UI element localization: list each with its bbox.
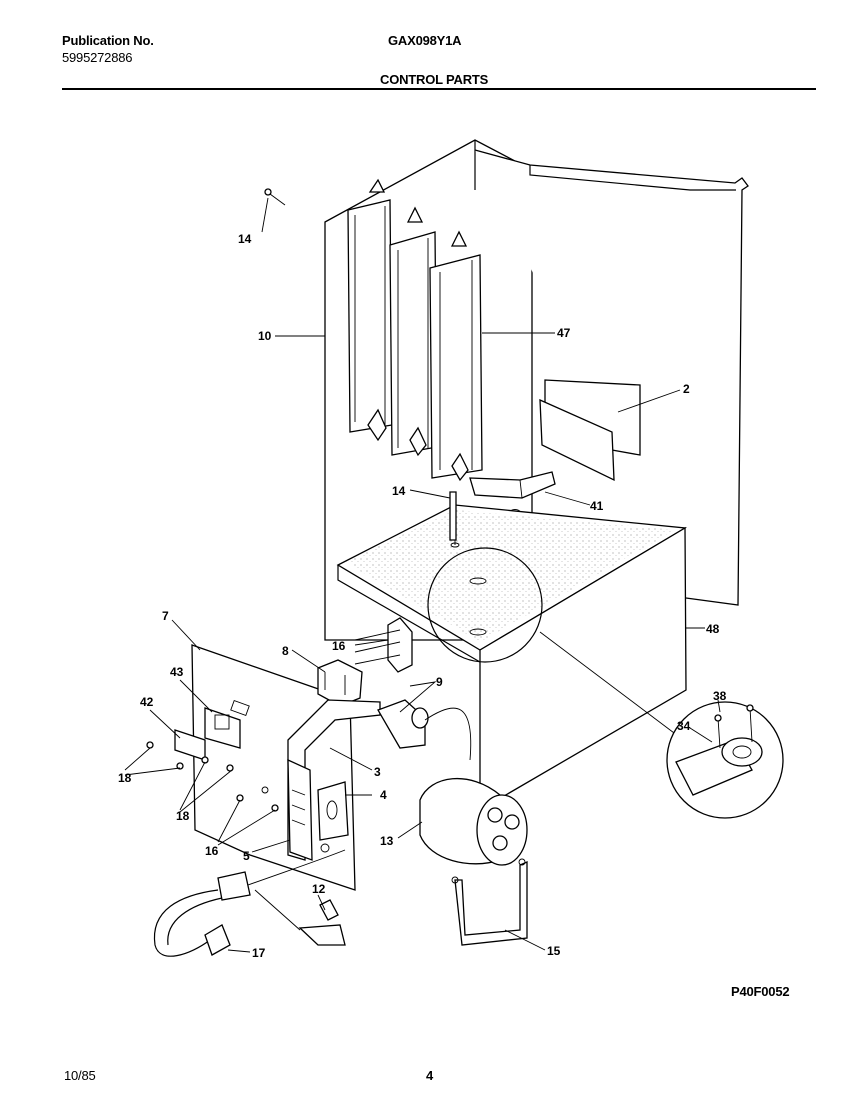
page-number: 4: [426, 1068, 434, 1083]
power-cord: [153, 849, 346, 957]
model-number: GAX098Y1A: [388, 33, 462, 48]
callout-17: 17: [252, 946, 266, 960]
callout-16-lower: 16: [205, 844, 219, 858]
callout-43: 43: [170, 665, 184, 679]
thermostat-housing: [287, 699, 381, 861]
leader-lines: [124, 197, 721, 953]
air-filter: [539, 379, 641, 482]
temperature-sensor: [254, 889, 346, 946]
callout-9: 9: [436, 675, 443, 689]
callout-15: 15: [547, 944, 561, 958]
screws: [146, 188, 457, 812]
callout-18-left: 18: [118, 771, 132, 785]
heater-elements: [347, 178, 483, 482]
callout-8: 8: [282, 644, 289, 658]
callout-7: 7: [162, 609, 169, 623]
detail-magnifier-circle: [427, 547, 784, 819]
relay: [317, 659, 363, 707]
callout-47: 47: [557, 326, 571, 340]
callout-41: 41: [590, 499, 604, 513]
callout-3: 3: [374, 765, 381, 779]
callout-48: 48: [706, 622, 720, 636]
control-box: [336, 504, 688, 812]
callout-12: 12: [312, 882, 326, 896]
footer-date: 10/85: [64, 1068, 96, 1083]
callout-18-mid: 18: [176, 809, 190, 823]
section-title: CONTROL PARTS: [380, 72, 489, 87]
header-rule: [62, 88, 816, 90]
fan-motor: [419, 777, 528, 866]
publication-label: Publication No.: [62, 33, 154, 48]
terminal-block: [354, 617, 413, 673]
capacitor: [377, 699, 472, 761]
figure-code: P40F0052: [731, 984, 790, 999]
callout-38: 38: [713, 689, 727, 703]
callout-34: 34: [677, 719, 691, 733]
callout-2: 2: [683, 382, 690, 396]
callout-14-mid: 14: [392, 484, 406, 498]
switch-assembly: [174, 707, 241, 761]
callout-14-top: 14: [238, 232, 252, 246]
callout-13: 13: [380, 834, 394, 848]
callout-5: 5: [243, 849, 250, 863]
callout-10: 10: [258, 329, 272, 343]
callout-42: 42: [140, 695, 154, 709]
callout-4: 4: [380, 788, 387, 802]
callout-16-upper: 16: [332, 639, 346, 653]
clip-bracket: [317, 781, 349, 841]
publication-number: 5995272886: [62, 50, 133, 65]
motor-mount-bracket: [451, 858, 528, 946]
